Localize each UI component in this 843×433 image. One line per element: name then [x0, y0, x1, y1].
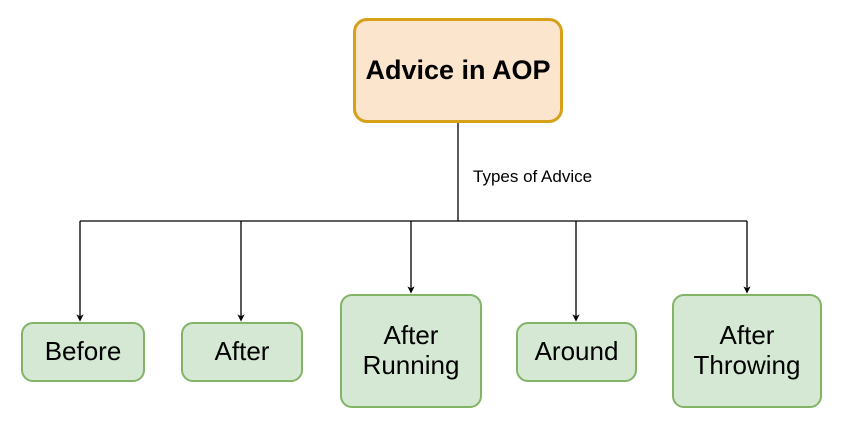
node-after[interactable]: After — [181, 322, 303, 382]
node-after-running[interactable]: After Running — [340, 294, 482, 408]
node-after-throwing[interactable]: After Throwing — [672, 294, 822, 408]
node-advice-in-aop[interactable]: Advice in AOP — [353, 18, 563, 123]
connector-paths — [76, 123, 751, 322]
node-before[interactable]: Before — [21, 322, 145, 382]
node-around[interactable]: Around — [516, 322, 637, 382]
edge-label-types-of-advice: Types of Advice — [473, 167, 593, 186]
